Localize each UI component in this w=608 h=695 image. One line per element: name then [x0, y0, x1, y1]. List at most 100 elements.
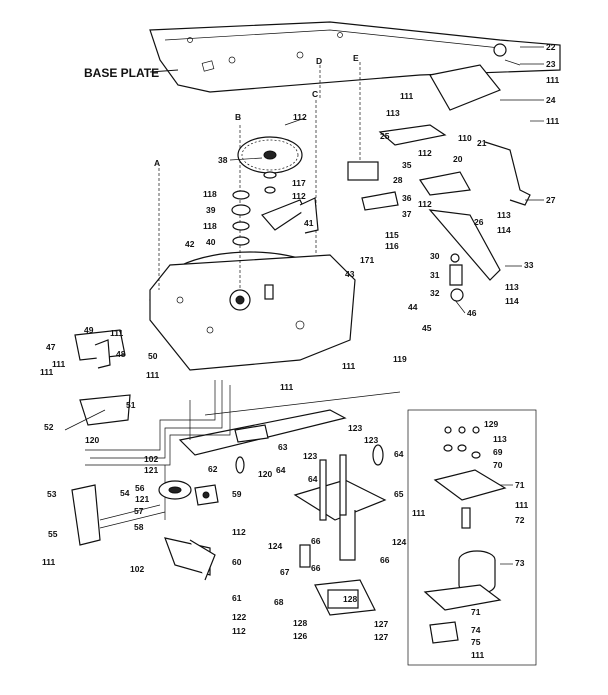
part-label: 44 — [408, 302, 418, 312]
part-label: 112 — [232, 626, 246, 636]
part-label: 64 — [394, 449, 404, 459]
part-label: 27 — [546, 195, 556, 205]
part-label: 114 — [505, 296, 519, 306]
part-label: 111 — [412, 508, 426, 518]
main-chassis — [149, 251, 356, 371]
part-label: 49 — [84, 325, 94, 335]
part-label: 69 — [493, 447, 503, 457]
part-label: 113 — [493, 434, 507, 444]
part-label: 111 — [146, 370, 160, 380]
part-label: 53 — [47, 489, 57, 499]
part-label: 123 — [303, 451, 317, 461]
part-labels: 22 23 111 24 111 111 113 110 25 112 20 2… — [40, 42, 560, 660]
section-letter-b: B — [235, 112, 241, 122]
part-label: 41 — [304, 218, 314, 228]
part-label: 63 — [278, 442, 288, 452]
part-label: 111 — [515, 500, 529, 510]
part-label: 113 — [505, 282, 519, 292]
part-label: 67 — [280, 567, 290, 577]
part-label: 70 — [493, 460, 503, 470]
part-label: 128 — [293, 618, 307, 628]
part-label: 111 — [342, 361, 356, 371]
part-label: 68 — [274, 597, 284, 607]
part-label: 71 — [471, 607, 481, 617]
part-label: 117 — [292, 178, 306, 188]
part-label: 120 — [85, 435, 99, 445]
part-label: 171 — [360, 255, 374, 265]
part-label: 22 — [546, 42, 556, 52]
part-label: 66 — [311, 563, 321, 573]
part-label: 60 — [232, 557, 242, 567]
section-letter-e: E — [353, 53, 359, 63]
base-plate — [149, 21, 561, 93]
part-label: 102 — [144, 454, 158, 464]
part-label: 26 — [474, 217, 484, 227]
part-label: 116 — [385, 241, 399, 251]
part-label: 52 — [44, 422, 54, 432]
part-label: 35 — [402, 160, 412, 170]
part-label: 112 — [232, 527, 246, 537]
base-plate-title: BASE PLATE — [84, 66, 159, 80]
part-label: 28 — [393, 175, 403, 185]
part-label: 59 — [232, 489, 242, 499]
part-label: 111 — [400, 91, 414, 101]
part-label: 111 — [40, 367, 54, 377]
leader-lines — [229, 46, 544, 565]
part-label: 46 — [467, 308, 477, 318]
part-label: 64 — [276, 465, 286, 475]
part-label: 111 — [546, 116, 560, 126]
part-label: 54 — [120, 488, 130, 498]
part-label: 32 — [430, 288, 440, 298]
rails — [85, 380, 231, 520]
part-label: 39 — [206, 205, 216, 215]
part-label: 43 — [345, 269, 355, 279]
top-right-assembly — [347, 43, 531, 302]
part-label: 127 — [374, 619, 388, 629]
part-label: 30 — [430, 251, 440, 261]
part-label: 37 — [402, 209, 412, 219]
part-label: 50 — [148, 351, 158, 361]
part-label: 65 — [394, 489, 404, 499]
part-label: 110 — [458, 133, 472, 143]
part-label: 112 — [293, 112, 307, 122]
motor-box — [407, 409, 537, 666]
part-label: 20 — [453, 154, 463, 164]
part-label: 57 — [134, 506, 144, 516]
part-label: 114 — [497, 225, 511, 235]
part-label: 56 — [135, 483, 145, 493]
part-label: 118 — [203, 189, 217, 199]
part-label: 121 — [135, 494, 149, 504]
part-label: 113 — [386, 108, 400, 118]
part-label: 119 — [393, 354, 407, 364]
part-label: 25 — [380, 131, 390, 141]
section-letter-a: A — [154, 158, 160, 168]
part-label: 124 — [392, 537, 406, 547]
part-label: 75 — [471, 637, 481, 647]
part-label: 115 — [385, 230, 399, 240]
part-label: 61 — [232, 593, 242, 603]
part-label: 33 — [524, 260, 534, 270]
part-label: 123 — [364, 435, 378, 445]
part-label: 127 — [374, 632, 388, 642]
part-label: 112 — [418, 199, 432, 209]
section-letter-c: C — [312, 89, 318, 99]
part-label: 47 — [46, 342, 56, 352]
part-label: 64 — [308, 474, 318, 484]
part-label: 72 — [515, 515, 525, 525]
part-label: 128 — [343, 594, 357, 604]
part-label: 123 — [348, 423, 362, 433]
part-label: 45 — [422, 323, 432, 333]
section-letter-d: D — [316, 56, 322, 66]
part-label: 111 — [546, 75, 560, 85]
part-label: 111 — [42, 557, 56, 567]
part-label: 111 — [280, 382, 294, 392]
part-label: 111 — [110, 328, 124, 338]
part-label: 58 — [134, 522, 144, 532]
pulley-assembly — [99, 480, 219, 581]
part-label: 74 — [471, 625, 481, 635]
part-label: 121 — [144, 465, 158, 475]
part-label: 23 — [546, 59, 556, 69]
part-label: 111 — [52, 359, 66, 369]
